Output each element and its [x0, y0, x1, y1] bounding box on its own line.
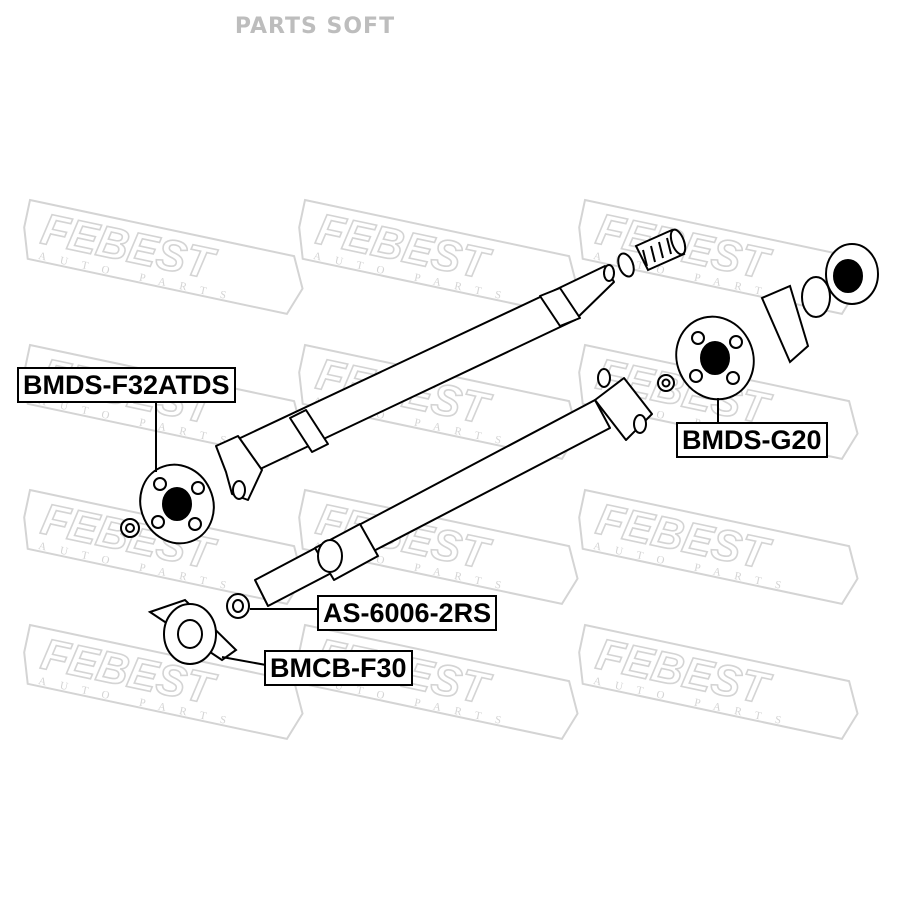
- output-flange: [760, 284, 810, 364]
- brand-header: PARTS SOFT: [234, 14, 396, 39]
- front-flex-disc: [675, 315, 755, 401]
- leader-lines: [155, 398, 719, 666]
- callout-bmcb-f30: BMCB-F30: [264, 650, 413, 686]
- output-hub: [801, 243, 879, 318]
- center-bearing-small: [226, 593, 250, 619]
- rear-bushing: [120, 518, 140, 538]
- callout-bmds-g20: BMDS-G20: [676, 422, 828, 458]
- front-seal-boot: [617, 228, 687, 278]
- lower-drive-shaft: [254, 368, 653, 607]
- rear-flex-disc: [139, 463, 215, 545]
- upper-drive-shaft: [215, 264, 615, 501]
- callout-as-6006-2rs: AS-6006-2RS: [317, 595, 498, 631]
- center-support: [147, 598, 238, 665]
- callout-bmds-f32atds: BMDS-F32ATDS: [17, 367, 236, 403]
- front-bushing: [657, 374, 675, 392]
